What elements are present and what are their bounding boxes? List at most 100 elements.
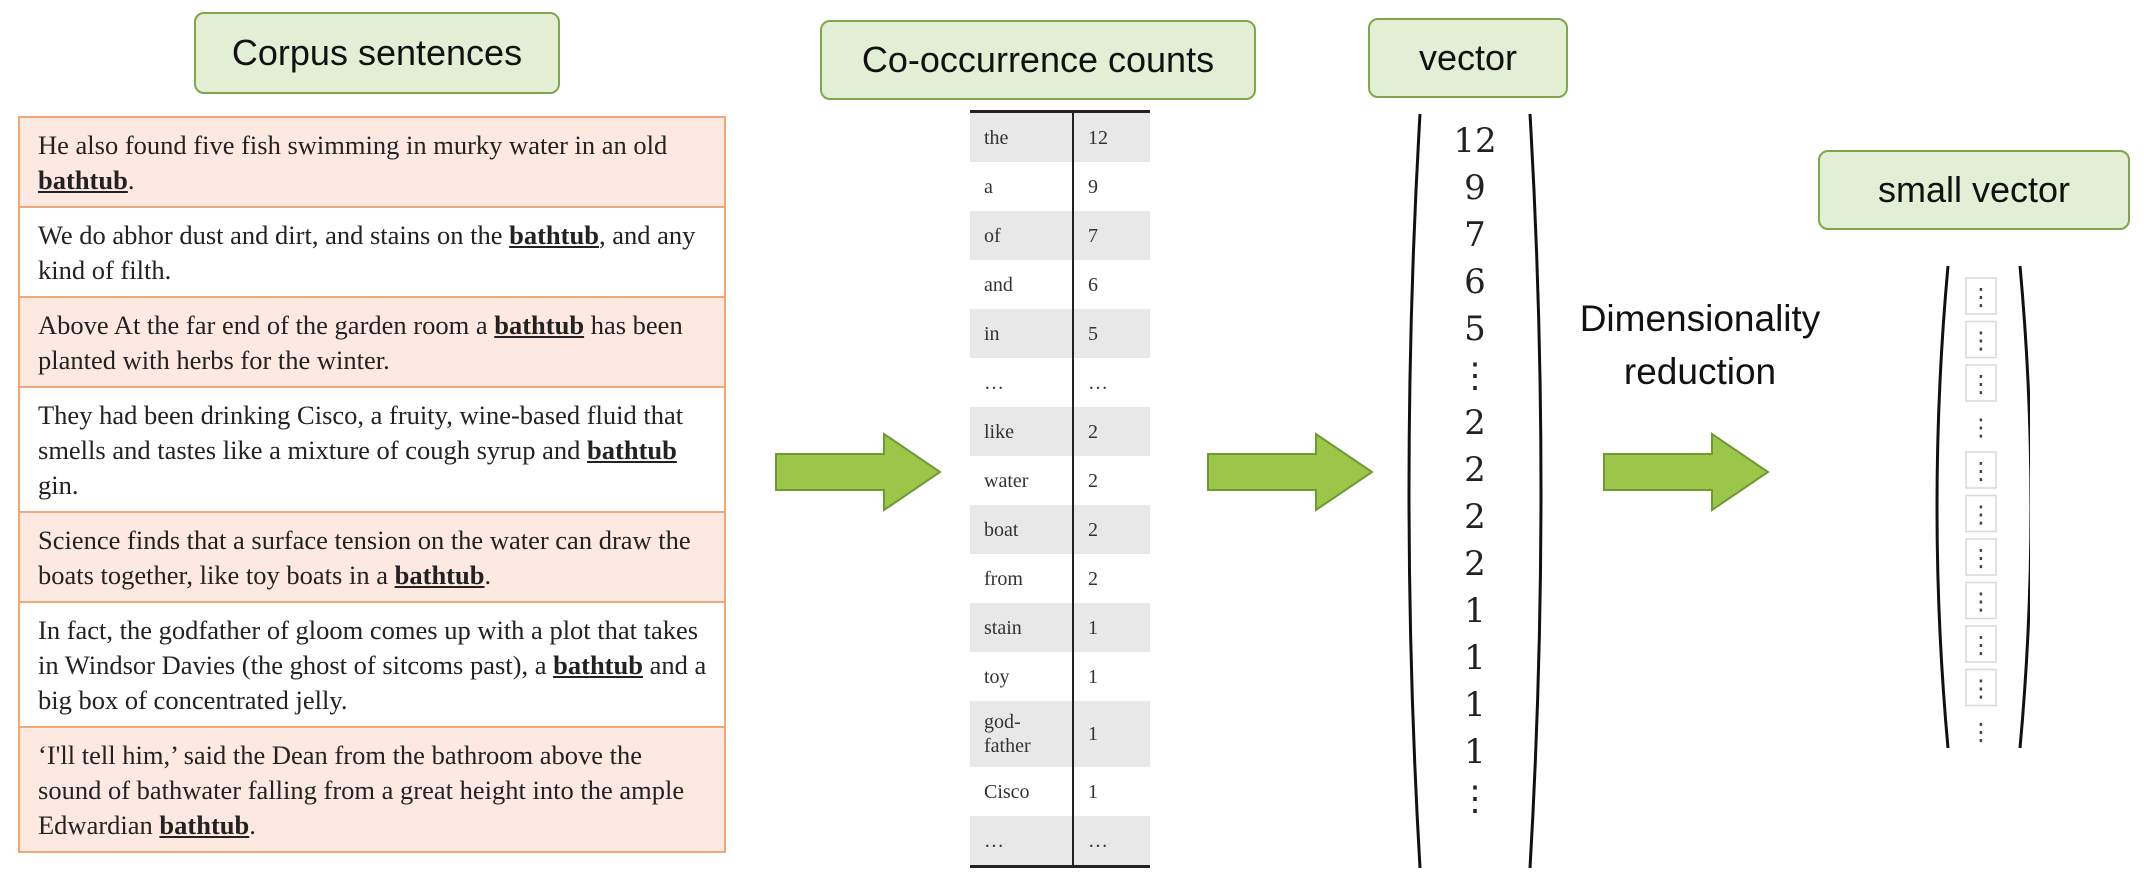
sentence-keyword: bathtub: [394, 560, 485, 590]
sentence-text-end: .: [249, 810, 256, 840]
sentence-text: We do abhor dust and dirt, and stains on…: [38, 220, 510, 250]
sentence-text: ‘I'll tell him,’ said the Dean from the …: [38, 740, 685, 840]
cooccurrence-count: 2: [1073, 505, 1150, 554]
sentence-keyword: bathtub: [38, 165, 128, 195]
sentence-text-end: has been planted with herbs for the wint…: [38, 310, 683, 375]
sentence-text: He also found five fish swimming in murk…: [38, 130, 668, 160]
corpus-sentence: They had been drinking Cisco, a fruity, …: [18, 387, 726, 512]
corpus-sentence: He also found five fish swimming in murk…: [18, 116, 726, 207]
small-vector-entry: ⋮: [1969, 370, 1993, 398]
cooccurrence-count: 1: [1088, 780, 1098, 803]
cooccurrence-count: 2: [1073, 407, 1150, 456]
corpus-sentences-label-text: Corpus sentences: [231, 32, 523, 73]
cooccurrence-row: ……: [970, 816, 1150, 867]
sentence-text: Science finds that a surface tension on …: [38, 525, 691, 590]
cooccurrence-word: boat: [970, 505, 1074, 554]
small-vector-entry: ⋮: [1969, 501, 1993, 529]
corpus-sentences-label: Corpus sentences: [194, 12, 560, 94]
cooccurrence-word: god-father: [970, 701, 1074, 767]
small-vector-cell: [1965, 320, 1997, 359]
vector-entry: 6: [1464, 262, 1486, 302]
small-vector-entry: ⋮: [1969, 718, 1993, 746]
corpus-sentence: ‘I'll tell him,’ said the Dean from the …: [18, 727, 726, 853]
sentence-text-end: gin.: [38, 470, 79, 500]
cooccurrence-count: 12: [1073, 111, 1150, 162]
corpus-sentence: We do abhor dust and dirt, and stains on…: [18, 207, 726, 297]
sentence-keyword: bathtub: [553, 650, 643, 680]
cooccurrence-count: 6: [1088, 273, 1098, 296]
vector-entry: 9: [1464, 168, 1486, 208]
sentence-keyword: bathtub: [159, 810, 250, 840]
small-vector-entry: ⋮: [1969, 588, 1993, 616]
vector-entry: 1: [1464, 732, 1486, 772]
sentence-text: They had been drinking Cisco, a fruity, …: [38, 400, 684, 465]
dimensionality-text-line-1: Dimensionality: [1579, 298, 1821, 339]
vector-entry: ⋮: [1458, 779, 1492, 819]
vector-entry: 2: [1464, 450, 1486, 490]
vector-entry: 2: [1464, 497, 1486, 537]
corpus-sentence: Above At the far end of the garden room …: [18, 297, 726, 387]
corpus-sentence-list: He also found five fish swimming in murk…: [18, 116, 726, 853]
small-vector-cell: [1965, 581, 1997, 620]
vector-entry: 1: [1464, 685, 1486, 725]
small-vector-label: small vector: [1818, 150, 2130, 230]
cooccurrence-row: ……: [970, 358, 1150, 407]
cooccurrence-count: 2: [1088, 567, 1098, 590]
cooccurrence-word: a: [970, 162, 1074, 211]
small-vector-entry: ⋮: [1969, 327, 1993, 355]
sentence-text-end: , and any kind of filth.: [38, 220, 696, 285]
cooccurrence-word: the: [970, 111, 1074, 162]
vector-label: vector: [1368, 18, 1568, 98]
cooccurrence-count: 1: [1088, 665, 1098, 688]
corpus-sentence: In fact, the godfather of gloom comes up…: [18, 602, 726, 727]
small-vector-entry: ⋮: [1969, 544, 1993, 572]
right-parenthesis: [1528, 113, 1543, 869]
small-vector-cell: [1965, 494, 1997, 533]
cooccurrence-count: 1: [1073, 603, 1150, 652]
small-vector-entry: ⋮: [1969, 631, 1993, 659]
cooccurrence-word: stain: [970, 603, 1074, 652]
vector-label-text: vector: [1418, 37, 1518, 78]
vector-entry: ⋮: [1458, 356, 1492, 396]
small-vector-cell: [1965, 668, 1997, 707]
right-arrow-icon: [1207, 432, 1374, 512]
sentence-text-end: and a big box of concentrated jelly.: [38, 650, 707, 715]
vector-entry: 5: [1464, 309, 1486, 349]
dimensionality-text-line-2: reduction: [1623, 351, 1777, 392]
cooccurrence-count: 5: [1073, 309, 1150, 358]
cooccurrence-word: from: [970, 554, 1074, 603]
cooccurrence-word: …: [970, 816, 1074, 867]
small-vector-entry: ⋮: [1969, 675, 1993, 703]
sentence-keyword: bathtub: [587, 435, 677, 465]
cooccurrence-row: from 2: [970, 554, 1150, 603]
small-vector-cell: [1965, 364, 1997, 402]
cooccurrence-count: 1: [1073, 701, 1150, 767]
cooccurrence-counts-label-text: Co-occurrence counts: [861, 39, 1215, 80]
small-vector-cell: [1965, 451, 1997, 489]
vector-entry: 2: [1464, 544, 1486, 584]
small-vector-cell: [1965, 277, 1997, 315]
small-vector-entry: ⋮: [1969, 457, 1993, 485]
cooccurrence-word: of: [970, 211, 1074, 260]
sentence-keyword: bathtub: [509, 220, 599, 250]
small-vector-cell: [1965, 538, 1997, 576]
sentence-text: In fact, the godfather of gloom comes up…: [38, 615, 699, 680]
corpus-sentence: Science finds that a surface tension on …: [18, 512, 726, 602]
cooccurrence-count: …: [1088, 371, 1108, 394]
right-arrow-icon: [1603, 432, 1770, 512]
vector-entry: 1: [1464, 591, 1486, 631]
sentence-text: Above At the far end of the garden room …: [38, 310, 495, 340]
vector-entry: 2: [1464, 403, 1486, 443]
cooccurrence-counts-label: Co-occurrence counts: [820, 20, 1256, 100]
